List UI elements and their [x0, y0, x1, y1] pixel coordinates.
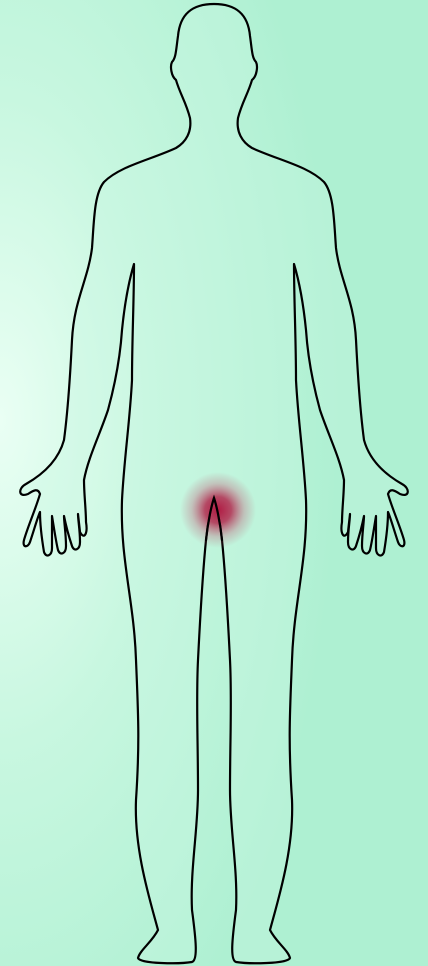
diagram-canvas [0, 0, 428, 966]
body-diagram [0, 0, 428, 966]
